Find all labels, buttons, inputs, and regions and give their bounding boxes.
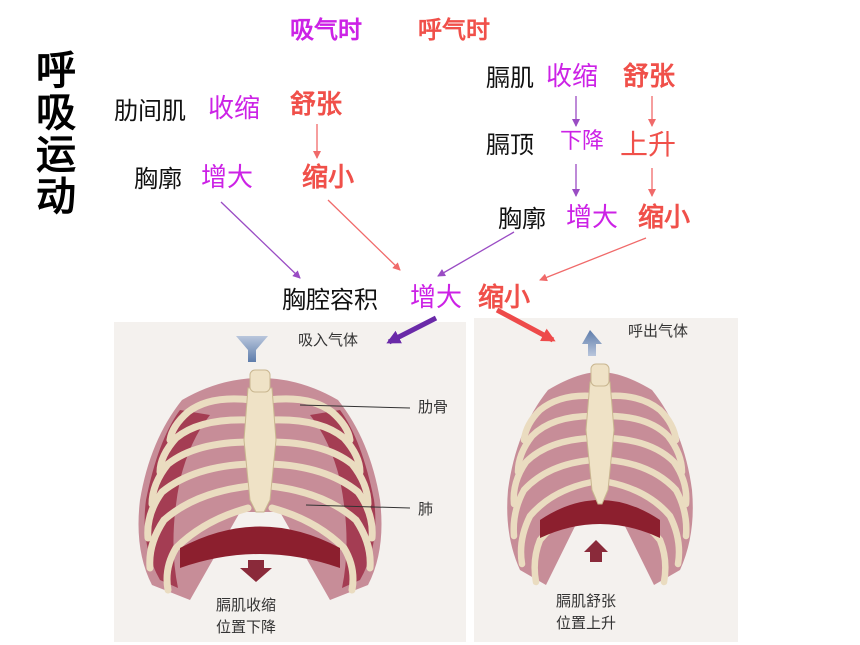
- inhale-air-label: 吸入气体: [298, 331, 359, 349]
- right-thorax-inhale-value: 增大: [566, 203, 619, 233]
- exhale-air-label: 呼出气体: [628, 322, 689, 340]
- arrow-left-thorax-inhale: [220, 201, 301, 279]
- intercostal-exhale-value: 舒张: [290, 90, 343, 120]
- arrow-right-thorax-inhale: [437, 231, 515, 277]
- arrow-right-thorax-exhale: [539, 237, 647, 282]
- diaphragm-label: 膈肌: [486, 64, 534, 92]
- arrow-inhale-to-figure: [386, 315, 438, 345]
- dome-inhale-value: 下降: [560, 129, 605, 154]
- air-out-arrow-icon: [582, 330, 602, 356]
- diaphragm-exhale-value: 舒张: [623, 62, 676, 92]
- diaphragm-down-arrow-icon: [240, 560, 272, 582]
- intercostal-inhale-value: 收缩: [208, 94, 261, 124]
- left-caption-line2: 位置下降: [216, 618, 277, 636]
- dome-exhale-value: 上升: [620, 128, 677, 161]
- left-thorax-label: 胸廓: [134, 165, 182, 193]
- lung-label: 肺: [418, 500, 434, 518]
- intercostal-label: 肋间肌: [114, 97, 186, 125]
- exhale-ribcage: [507, 330, 693, 586]
- chest-volume-label: 胸腔容积: [282, 286, 378, 314]
- rib-label: 肋骨: [418, 398, 449, 416]
- left-thorax-inhale-value: 增大: [201, 163, 254, 193]
- arrow-left-thorax-exhale: [327, 199, 401, 271]
- right-caption-line2: 位置上升: [556, 614, 617, 632]
- inhale-ribcage: [138, 336, 411, 600]
- inhale-column-header: 吸气时: [290, 16, 362, 44]
- chest-volume-inhale-value: 增大: [410, 283, 463, 313]
- air-in-arrow-icon: [236, 336, 268, 362]
- left-caption-line1: 膈肌收缩: [216, 596, 277, 614]
- right-thorax-exhale-value: 缩小: [638, 203, 691, 233]
- arrow-exhale-to-figure: [495, 307, 556, 343]
- dome-label: 膈顶: [486, 131, 534, 159]
- right-caption-line1: 膈肌舒张: [556, 592, 617, 610]
- diaphragm-inhale-value: 收缩: [546, 62, 599, 92]
- left-thorax-exhale-value: 缩小: [302, 163, 355, 193]
- page-title: 呼吸运动: [36, 48, 76, 220]
- diaphragm-up-arrow-icon: [584, 540, 608, 562]
- exhale-column-header: 呼气时: [418, 16, 490, 44]
- chest-volume-exhale-value: 缩小: [478, 283, 531, 313]
- right-thorax-label: 胸廓: [498, 205, 546, 233]
